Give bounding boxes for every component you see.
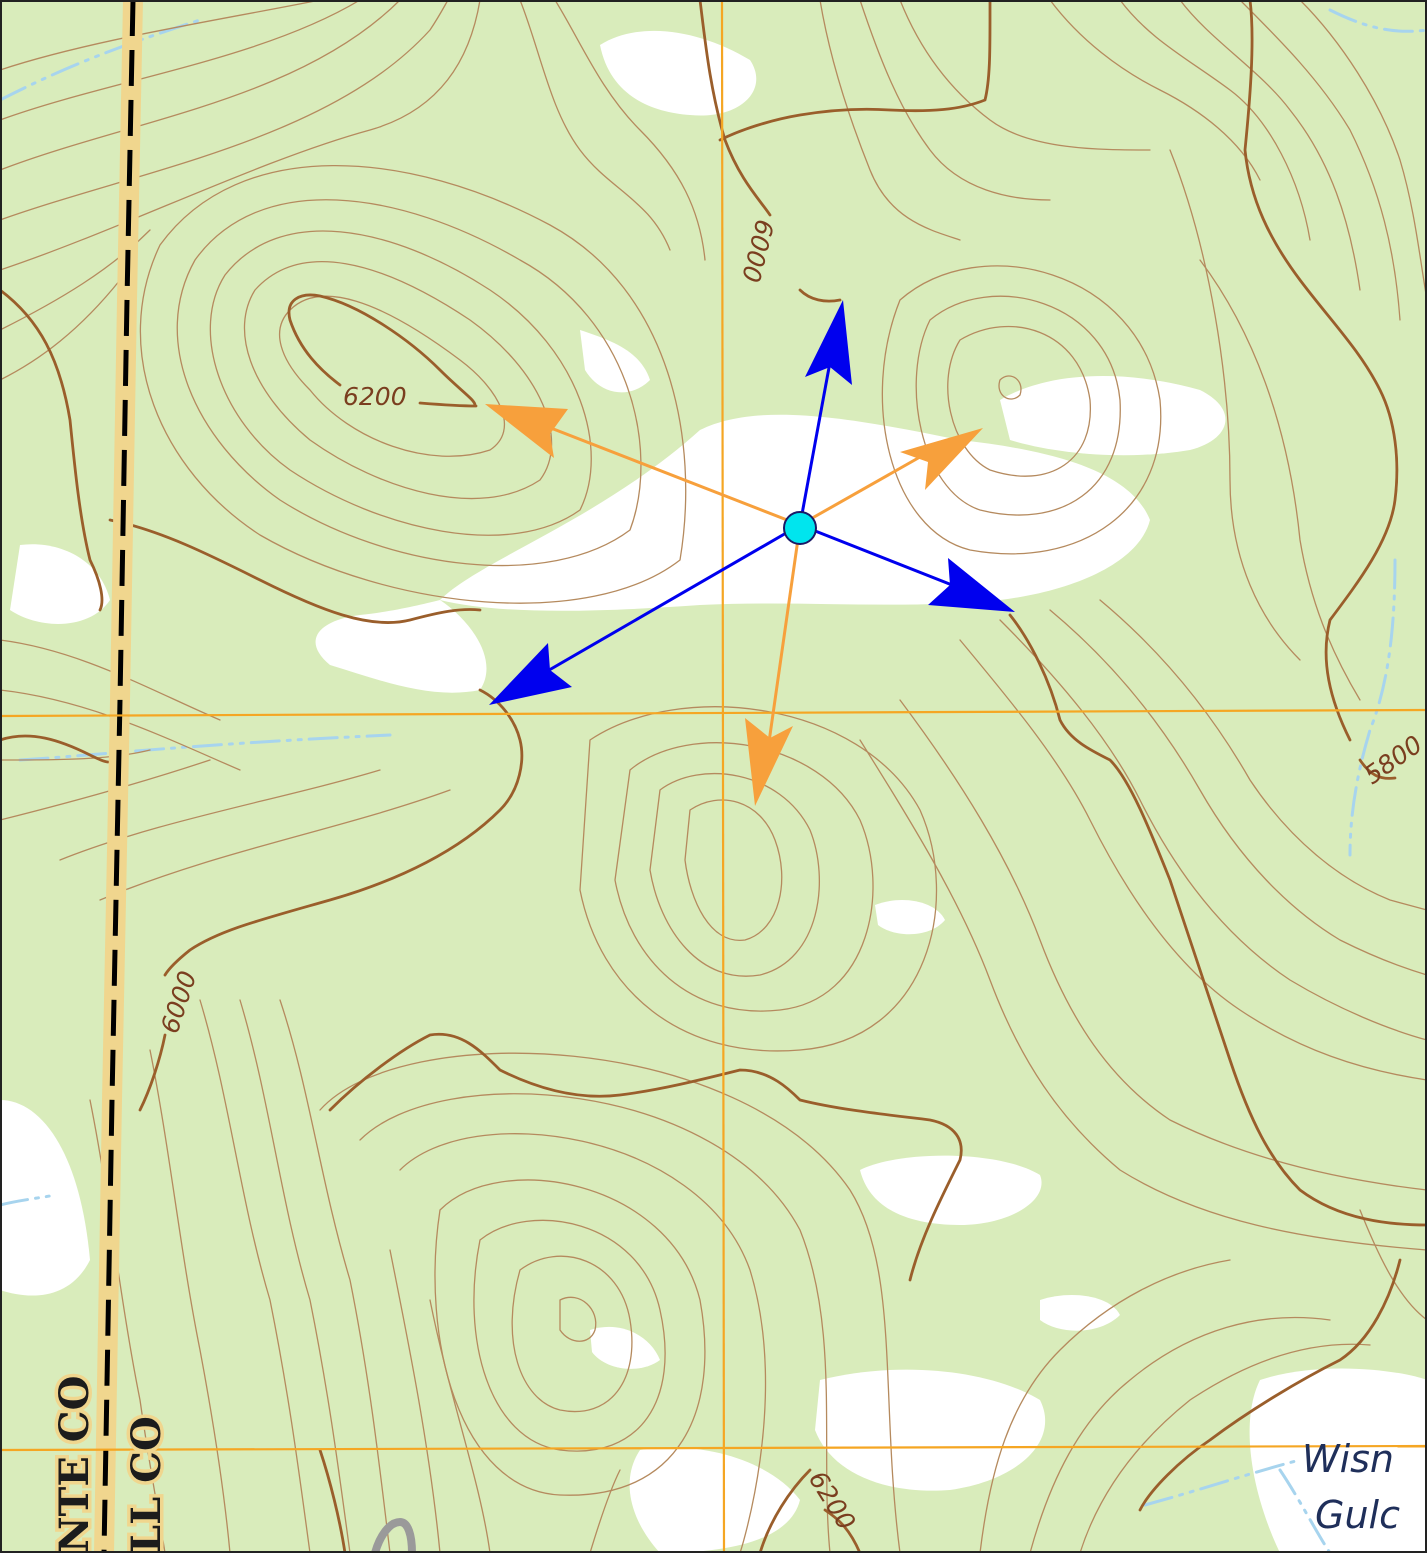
orange-arrow-northwest <box>519 414 801 527</box>
origin-point[interactable] <box>783 511 817 545</box>
place-label-line1: Wisn <box>1302 1437 1394 1481</box>
open-land-areas <box>0 30 1427 1553</box>
blue-arrowhead-north <box>805 300 852 385</box>
orange-arrowhead-northeast <box>900 428 983 490</box>
blue-arrowhead-east-southeast <box>928 558 1015 612</box>
blue-arrowhead-southwest <box>489 643 572 705</box>
place-label-wisner-gulch: Wisn Gulc <box>1302 1437 1400 1537</box>
place-label-line2: Gulc <box>1315 1493 1400 1537</box>
road-stub <box>371 1517 416 1553</box>
county-boundary <box>94 0 143 1553</box>
county-labels: NTE CO LL CO <box>48 1372 174 1553</box>
orange-arrowhead-northwest <box>485 404 568 458</box>
county-label-right: LL CO <box>123 1416 170 1553</box>
county-label-left: NTE CO <box>51 1376 98 1553</box>
direction-arrows <box>485 300 1015 806</box>
orange-arrow-south <box>763 524 802 771</box>
streams <box>0 8 1427 1553</box>
contour-label-6200-nw: 6200 <box>343 382 407 411</box>
blue-arrow-southwest <box>524 523 801 686</box>
orange-arrowhead-south <box>745 718 793 806</box>
